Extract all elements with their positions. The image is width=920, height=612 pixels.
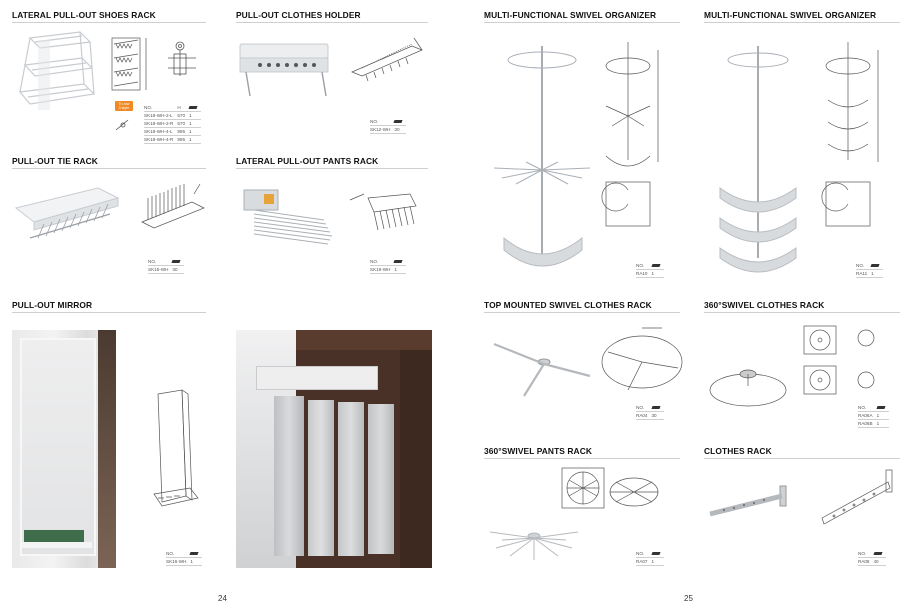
clothes-holder-drawing [351,37,423,82]
pants-rack-photo [243,189,333,245]
tie-rack-title: PULL-OUT TIE RACK [12,156,98,166]
spec-header-h: H [177,104,190,112]
right-page: MULTI-FUNCTIONAL SWIVEL ORGANIZER NO. RA… [460,0,920,612]
swivel-1-rule [484,22,680,23]
spec-header-qty-icon [872,550,886,558]
spec-header-qty-icon [188,104,202,112]
shoes-rack-hardware [168,41,196,76]
tri-row-badge: Tri-row 3 layer [115,101,133,111]
tie-rack-rule [12,168,206,169]
spec-header-qty-icon [650,262,664,270]
clothes-holder-title: PULL-OUT CLOTHES HOLDER [236,10,361,20]
swivel-360-rule [704,312,900,313]
spec-header-qty-icon [189,550,203,558]
left-page: LATERAL PULL-OUT SHOES RACK Tr [12,10,432,603]
pants-360-drawing [489,467,659,560]
right-page-number: 25 [684,594,693,603]
shoes-rack-drawing [111,37,147,91]
left-page-number: 24 [218,594,227,603]
swivel-360-title: 360°SWIVEL CLOTHES RACK [704,300,825,310]
top-mounted-rule [484,312,680,313]
shoes-rack-part-icon [115,119,129,131]
clothes-holder-rule [236,22,428,23]
swivel-1-photo [493,46,591,267]
mirror-photo [12,330,116,568]
pants-rack-drawing [349,193,417,231]
spec-header-qty-icon [393,118,407,126]
clothes-rack-photo [709,485,787,517]
spec-header-qty-icon [393,258,407,266]
clothes-rack-rule [704,458,900,459]
shoes-rack-photo [18,31,96,110]
spec-header-qty-icon [876,404,889,412]
swivel-2-drawing [821,42,879,227]
clothes-rack-drawing [821,469,893,525]
spec-header-qty-icon [870,262,884,270]
swivel-1-title: MULTI-FUNCTIONAL SWIVEL ORGANIZER [484,10,657,20]
top-mounted-photo [493,342,591,397]
shoes-rack-rule [12,22,206,23]
top-mounted-drawing [601,327,683,391]
spec-header-no: NO. [144,104,178,112]
tie-rack-drawing [141,183,205,229]
shoes-rack-title: LATERAL PULL-OUT SHOES RACK [12,10,156,20]
pants-360-title: 360°SWIVEL PANTS RACK [484,446,592,456]
spec-header-qty-icon [171,258,185,266]
pants-rack-wardrobe-photo [236,330,432,568]
swivel-360-drawing [709,325,875,407]
top-mounted-title: TOP MOUNTED SWIVEL CLOTHES RACK [484,300,652,310]
clothes-rack-title: CLOTHES RACK [704,446,772,456]
spec-header-qty-icon [650,404,664,412]
swivel-2-title: MULTI-FUNCTIONAL SWIVEL ORGANIZER [704,10,877,20]
mirror-title: PULL-OUT MIRROR [12,300,93,310]
pants-360-rule [484,458,680,459]
swivel-2-photo [719,46,797,273]
mirror-rule [12,312,206,313]
clothes-holder-photo [239,43,329,97]
pants-rack-title: LATERAL PULL-OUT PANTS RACK [236,156,379,166]
tie-rack-photo [14,187,120,239]
pants-rack-rule [236,168,428,169]
swivel-2-rule [704,22,900,23]
mirror-drawing [153,389,199,507]
spec-header-qty-icon [650,550,664,558]
swivel-1-drawing [601,42,659,227]
